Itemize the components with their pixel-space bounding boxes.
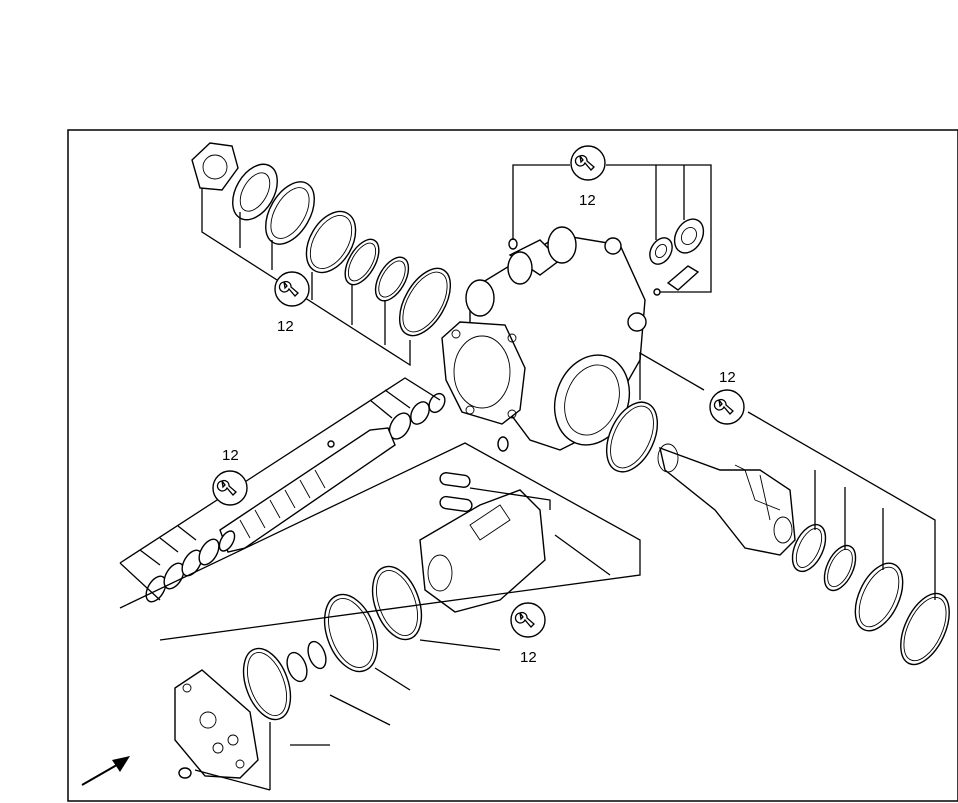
spool-leader-lines: [119, 377, 441, 601]
fitting-seal-2: [673, 218, 705, 254]
housing-ports-seals: [388, 392, 509, 452]
callout-label: 12: [579, 192, 596, 209]
spool-assembly: [145, 427, 396, 603]
callout-label: 12: [719, 369, 736, 386]
callout-top-center: 12: [570, 145, 606, 209]
callout-label: 12: [277, 318, 294, 335]
o-ring-1: [305, 210, 357, 274]
end-cover: [174, 669, 259, 779]
spool-ring-3: [181, 549, 203, 577]
callout-upper-left: 12: [274, 271, 310, 335]
bleed-screw: [666, 265, 700, 291]
seal-ring-2: [265, 181, 315, 245]
pinion-group: [605, 401, 950, 666]
callout-lower-center: 12: [510, 602, 546, 666]
callout-right: 12: [709, 369, 745, 425]
top-fittings: [508, 218, 705, 296]
o-ring-2: [344, 238, 380, 286]
snap-ring: [854, 562, 904, 632]
spool-ring-4: [198, 538, 220, 566]
valve-housing: [441, 226, 647, 451]
callout-label: 12: [520, 649, 537, 666]
fitting-seal-1: [649, 237, 673, 265]
spool-ring-2: [163, 562, 185, 590]
rotor-assembly: [174, 472, 546, 779]
o-ring-4: [398, 267, 452, 337]
spool-shaft: [219, 427, 396, 553]
top-leader-lines: [512, 164, 712, 293]
right-leader-lines: [639, 351, 936, 600]
hex-nut: [191, 142, 239, 191]
pinion-shaft: [659, 446, 796, 556]
callout-mid-left: 12: [212, 447, 248, 506]
drawing-frame: [67, 129, 958, 802]
rotor-housing: [419, 489, 546, 613]
pinion-ring-3: [900, 592, 950, 666]
rotor-o-ring-3: [242, 647, 292, 721]
callout-label: 12: [222, 447, 239, 464]
pinion-o-ring: [605, 401, 659, 473]
arrow-icon: [81, 756, 130, 786]
slot-seal-1: [439, 472, 471, 488]
lower-leader-lines: [119, 442, 641, 791]
pinion-ring-2: [823, 544, 857, 592]
slot-seal-2: [439, 495, 473, 513]
upper-seal-stack: [191, 142, 452, 337]
spool-ring-1: [145, 575, 167, 603]
o-ring-3: [374, 256, 410, 302]
pinion-ring-1: [791, 523, 827, 573]
